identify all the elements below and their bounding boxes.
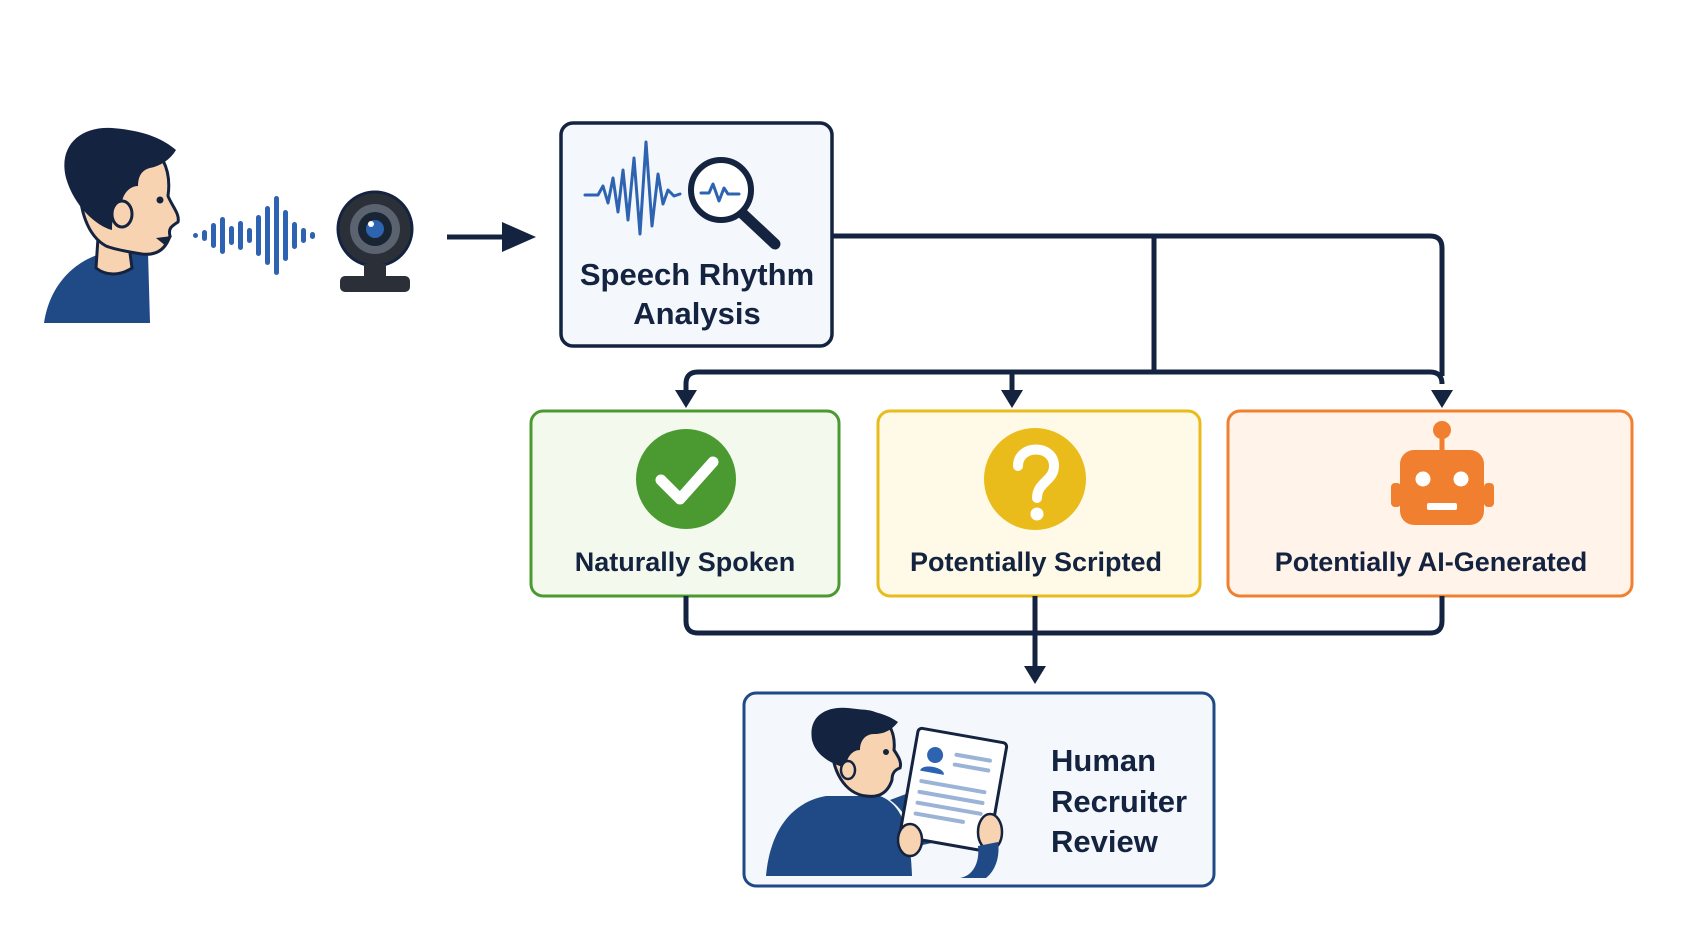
analysis-to-outcomes-connector [675,233,1453,408]
analysis-title-line2: Analysis [633,296,761,331]
outcome-potentially-scripted-label: Potentially Scripted [910,547,1162,577]
analysis-title-line1: Speech Rhythm [580,257,814,292]
review-title-line2: Recruiter [1051,784,1187,819]
question-mark-icon [984,428,1086,530]
outcome-potentially-scripted-box: Potentially Scripted [876,409,1202,598]
waveform-magnifier-icon [583,140,781,250]
outcomes-to-review-connector [683,596,1445,684]
input-arrow [447,222,536,252]
outcome-naturally-spoken-label: Naturally Spoken [575,547,796,577]
checkmark-icon [636,429,736,529]
review-title-line1: Human [1051,743,1156,778]
speaking-person-icon [44,127,180,323]
outcome-naturally-spoken-box: Naturally Spoken [529,409,841,598]
outcome-potentially-ai-generated-label: Potentially AI-Generated [1275,547,1588,577]
webcam-icon [336,190,414,292]
sound-wave-icon [193,196,315,275]
review-title-line3: Review [1051,824,1159,859]
speech-rhythm-analysis-box: Speech Rhythm Analysis [559,121,834,348]
recruiter-reading-resume-icon [766,707,1009,878]
outcome-potentially-ai-generated-box: Potentially AI-Generated [1226,409,1634,598]
robot-icon [1391,421,1494,525]
human-recruiter-review-box: Human Recruiter Review [742,691,1216,888]
